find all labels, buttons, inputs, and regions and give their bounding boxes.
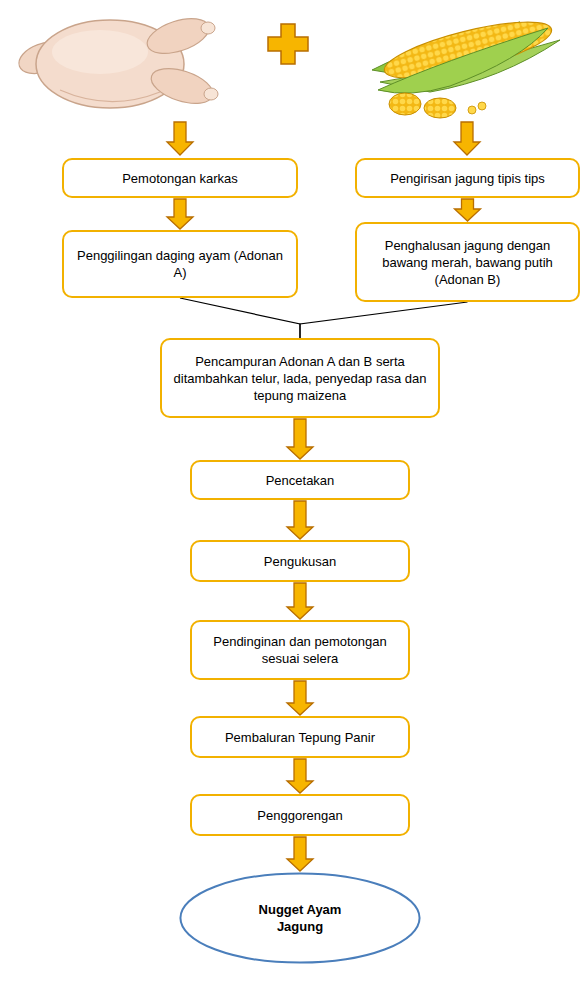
step-label: Pengirisan jagung tipis tips [390,170,545,187]
process-box: Penggorengan [190,794,410,836]
block-arrow [287,681,313,715]
chicken-picture [15,12,218,110]
corn-picture [372,11,560,118]
terminal-ellipse: Nugget Ayam Jagung [178,872,422,964]
process-box: Pemotongan karkas [62,158,298,198]
step-label: Pembaluran Tepung Panir [225,729,375,746]
block-arrow [287,501,313,539]
step-label: Pengukusan [264,553,336,570]
block-arrow [454,122,480,155]
step-label: Penggorengan [257,807,342,824]
step-label: Penggilingan daging ayam (Adonan A) [74,247,286,281]
process-box: Pembaluran Tepung Panir [190,716,410,758]
block-arrow [287,837,313,871]
process-box: Pengirisan jagung tipis tips [355,158,580,198]
process-box: Pencampuran Adonan A dan B serta ditamba… [160,338,440,418]
block-arrow [167,122,193,155]
block-arrow [287,583,313,619]
plus-sign [268,24,308,64]
ellipse-outline [178,872,422,964]
step-label: Pendinginan dan pemotongan sesuai selera [202,633,398,667]
process-box: Pencetakan [190,460,410,500]
block-arrow [455,199,481,221]
merge-line [180,298,300,338]
block-arrow [287,419,313,459]
block-arrow [287,759,313,793]
process-box: Penggilingan daging ayam (Adonan A) [62,230,298,298]
process-box: Penghalusan jagung dengan bawang merah, … [355,222,580,302]
step-label: Pencampuran Adonan A dan B serta ditamba… [172,353,428,404]
step-label: Pencetakan [266,472,335,489]
merge-line [300,302,468,338]
process-box: Pendinginan dan pemotongan sesuai selera [190,620,410,680]
process-box: Pengukusan [190,540,410,582]
step-label: Pemotongan karkas [122,170,238,187]
block-arrow [167,199,193,229]
step-label: Nugget Ayam Jagung [236,901,364,935]
step-label: Penghalusan jagung dengan bawang merah, … [367,237,568,288]
